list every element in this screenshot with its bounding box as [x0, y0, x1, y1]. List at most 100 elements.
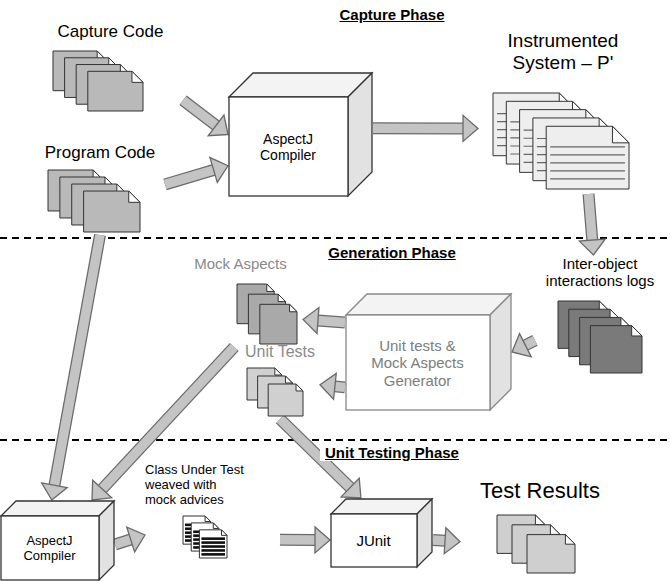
- document-stack: Mock Aspects: [178, 255, 303, 347]
- cube-top: [331, 499, 432, 514]
- cube-front: [1, 516, 99, 580]
- arrow-head: [444, 528, 460, 554]
- document-page: [546, 126, 629, 189]
- arrow-head: [210, 158, 228, 183]
- document-icon: [496, 514, 576, 574]
- document-icon: [182, 515, 228, 559]
- document-page: [527, 535, 575, 573]
- flow-arrow: [115, 527, 145, 552]
- cube-side: [348, 73, 372, 196]
- arrow-head: [303, 308, 319, 334]
- text-area: Test Results: [460, 478, 620, 503]
- page-sheet: [84, 191, 140, 232]
- page-fold: [221, 530, 227, 536]
- arrow-shaft: [318, 321, 345, 323]
- document-page: [268, 384, 303, 416]
- arrow-head: [315, 527, 330, 553]
- document-icon: [52, 50, 144, 112]
- arrow-head: [512, 334, 531, 357]
- page-line: [550, 146, 625, 147]
- node-caption: Inter-object interactions logs: [535, 255, 665, 290]
- page-line: [550, 154, 625, 155]
- arrow-shaft-outline: [115, 540, 131, 545]
- box-label: AspectJ Compiler: [15, 534, 85, 564]
- text-area: AspectJ Compiler: [228, 97, 348, 197]
- text-area: JUnit: [330, 514, 417, 568]
- page-line: [550, 170, 625, 171]
- document-page: [84, 191, 140, 232]
- text-area: Inter-object interactions logs: [535, 255, 665, 290]
- page-line: [550, 162, 625, 163]
- page-fold: [278, 294, 285, 301]
- text-area: Capture Code: [38, 22, 183, 42]
- arrow-shaft-outline: [318, 321, 345, 323]
- page-sheet: [199, 530, 227, 558]
- page-fold: [132, 71, 143, 82]
- arrow-shaft: [589, 194, 593, 240]
- flow-arrow: [373, 115, 478, 141]
- page-line: [550, 178, 625, 179]
- page-fold: [535, 515, 545, 525]
- cube-top: [346, 294, 511, 315]
- page-stripe: [201, 549, 225, 552]
- cube-front: [331, 514, 417, 567]
- flow-arrow: [303, 308, 345, 334]
- page-fold: [296, 384, 303, 391]
- page-sheet: [546, 126, 629, 189]
- document-stack: Capture Code: [38, 22, 183, 114]
- page-fold: [632, 326, 642, 336]
- flow-arrow: [280, 527, 330, 553]
- node-caption: Mock Aspects: [194, 255, 287, 272]
- node-caption: Test Results: [480, 478, 600, 503]
- node-caption: Capture Code: [58, 22, 164, 42]
- arrow-shaft-outline: [165, 170, 214, 184]
- document-stack: Unit Tests: [240, 343, 320, 419]
- node-caption: Unit Tests: [245, 343, 315, 361]
- arrow-shaft: [433, 535, 445, 545]
- phase-heading: Unit Testing Phase: [320, 444, 464, 461]
- flow-arrow: [42, 235, 100, 500]
- page-sheet: [268, 384, 303, 416]
- document-stack: Program Code: [35, 143, 165, 235]
- flow-arrow: [183, 100, 228, 136]
- page-fold: [285, 376, 292, 383]
- document-page: [88, 71, 143, 111]
- page-fold: [550, 525, 560, 535]
- cube-top: [229, 73, 372, 97]
- arrow-shaft-outline: [373, 122, 463, 134]
- arrow-shaft: [373, 124, 463, 134]
- document-page: [199, 530, 227, 558]
- phase-heading: Capture Phase: [334, 6, 449, 23]
- document-page: [590, 326, 642, 373]
- page-stripe: [201, 545, 225, 548]
- arrow-head: [320, 373, 336, 399]
- cube-side: [490, 294, 511, 410]
- arrow-shaft: [335, 386, 345, 387]
- cube-front: [346, 315, 490, 410]
- arrow-shaft: [183, 100, 216, 125]
- cube-side: [99, 501, 114, 580]
- text-area: Instrumented System – P': [478, 30, 648, 74]
- arrow-head: [92, 480, 112, 500]
- page-fold: [267, 284, 274, 291]
- box-label: Unit tests & Mock Aspects Generator: [363, 337, 473, 389]
- document-icon: [236, 283, 298, 345]
- arrow-shaft: [54, 235, 100, 485]
- node-caption: Program Code: [45, 143, 156, 163]
- arrow-shaft-outline: [183, 100, 216, 125]
- arrow-head: [42, 483, 68, 500]
- page-fold: [612, 126, 629, 143]
- page-fold: [213, 523, 219, 529]
- page-fold: [129, 191, 140, 202]
- flow-arrow: [579, 194, 605, 255]
- arrow-head: [127, 527, 145, 552]
- page-fold: [275, 368, 282, 375]
- page-sheet: [260, 304, 297, 344]
- page-fold: [205, 516, 211, 522]
- phase-heading: Generation Phase: [323, 244, 461, 261]
- box-label: AspectJ Compiler: [248, 131, 328, 163]
- arrow-shaft-outline: [54, 235, 100, 485]
- document-stack: Test Results: [460, 478, 620, 576]
- cube-top: [1, 501, 114, 516]
- page-fold: [290, 304, 297, 311]
